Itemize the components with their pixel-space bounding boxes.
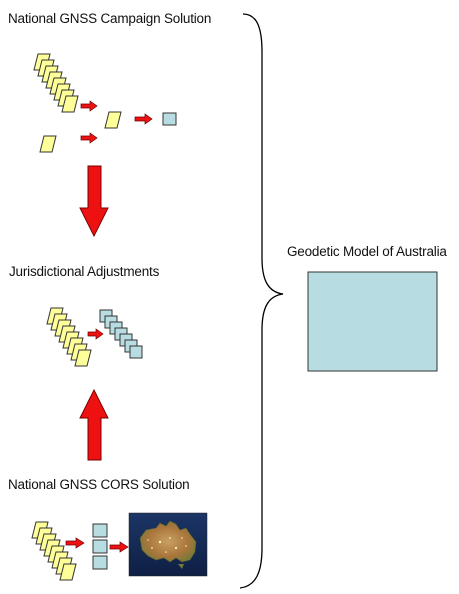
australia-map-image <box>128 512 208 577</box>
jurisdictional-output-stack <box>99 309 143 359</box>
cors-arrow-1 <box>65 537 85 549</box>
jurisdictional-adjustments-title: Jurisdictional Adjustments <box>9 264 160 279</box>
cors-arrow-2 <box>109 541 129 553</box>
campaign-input-stack <box>33 53 79 113</box>
campaign-result-box <box>162 112 177 126</box>
cors-input-stack <box>31 521 77 581</box>
campaign-arrow-3 <box>134 113 153 125</box>
cors-solution-title: National GNSS CORS Solution <box>8 477 190 492</box>
campaign-arrow-1 <box>80 100 98 112</box>
jurisdictional-arrow <box>87 328 104 340</box>
geodetic-model-box <box>307 271 438 372</box>
up-arrow <box>79 388 109 461</box>
campaign-solution-title: National GNSS Campaign Solution <box>8 11 212 26</box>
down-arrow <box>79 165 109 238</box>
cors-output-stack <box>92 523 108 570</box>
geodetic-model-title: Geodetic Model of Australia <box>287 244 447 259</box>
jurisdictional-input-stack <box>46 307 92 367</box>
curly-brace <box>239 13 284 589</box>
campaign-single-input <box>39 135 57 153</box>
campaign-arrow-2 <box>80 132 98 144</box>
campaign-combined-solution <box>104 111 122 129</box>
